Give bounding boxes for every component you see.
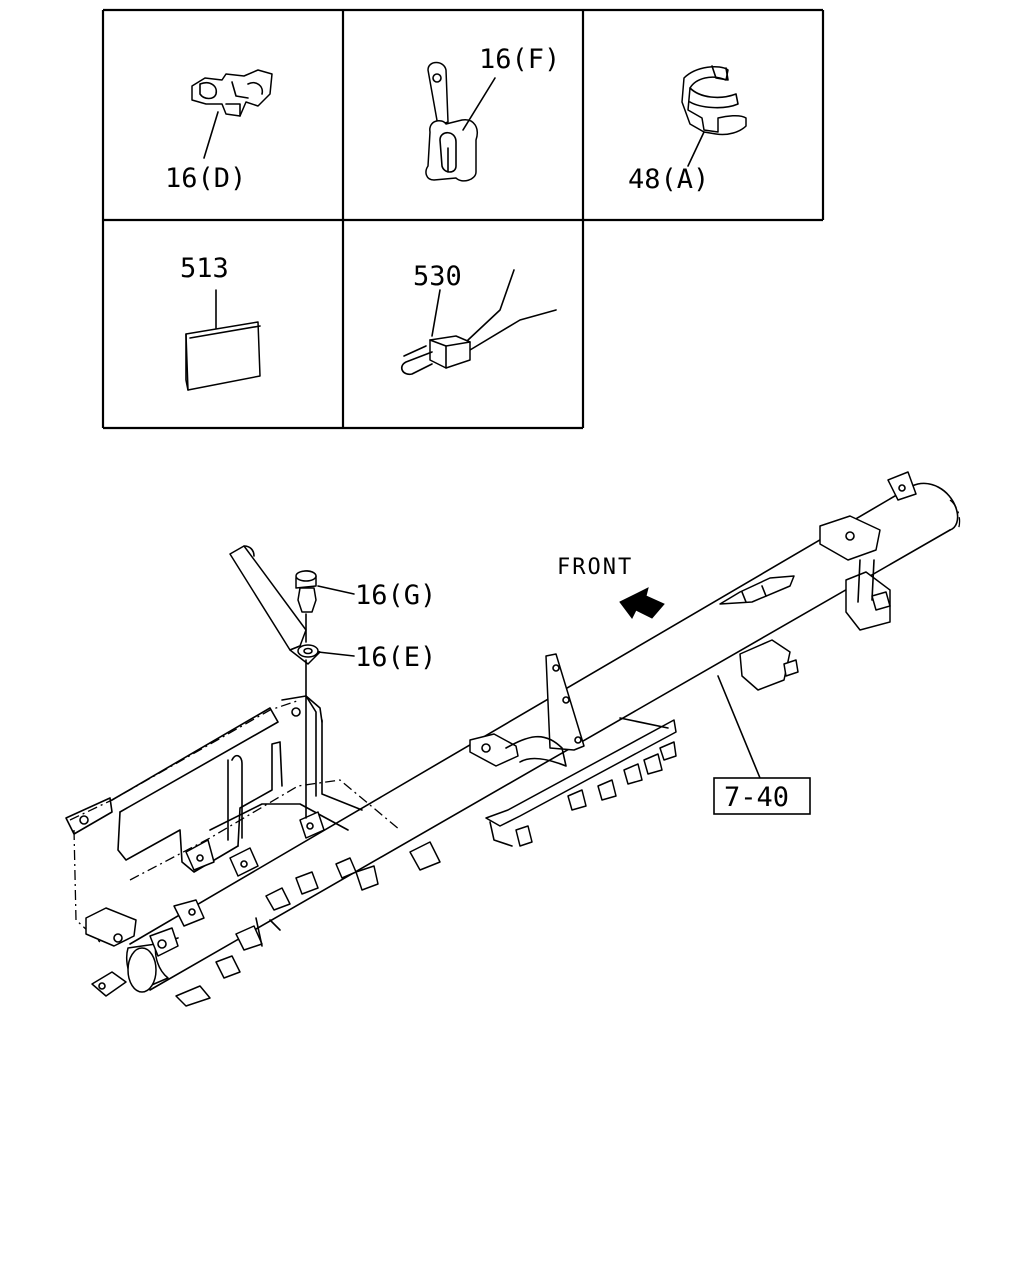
label-16d: 16(D) (165, 163, 246, 194)
clip-16d-drawing (191, 69, 273, 159)
clip-530-drawing (400, 269, 557, 376)
parts-inset-grid (101, 8, 825, 430)
label-530: 530 (413, 261, 462, 292)
clamp-48a-drawing (681, 65, 747, 167)
pad-513-drawing (185, 289, 261, 391)
front-arrow-icon (619, 587, 665, 619)
label-16g: 16(G) (355, 580, 436, 611)
label-front: FRONT (557, 555, 633, 580)
label-7-40[interactable]: 7-40 (724, 782, 789, 813)
ref-7-40-box[interactable]: 7-40 (713, 777, 811, 815)
label-16e: 16(E) (355, 642, 436, 673)
main-assembly (65, 471, 961, 1007)
clip-16f-drawing (425, 61, 496, 182)
label-513: 513 (180, 253, 229, 284)
label-48a: 48(A) (628, 164, 709, 195)
label-16f: 16(F) (479, 44, 560, 75)
